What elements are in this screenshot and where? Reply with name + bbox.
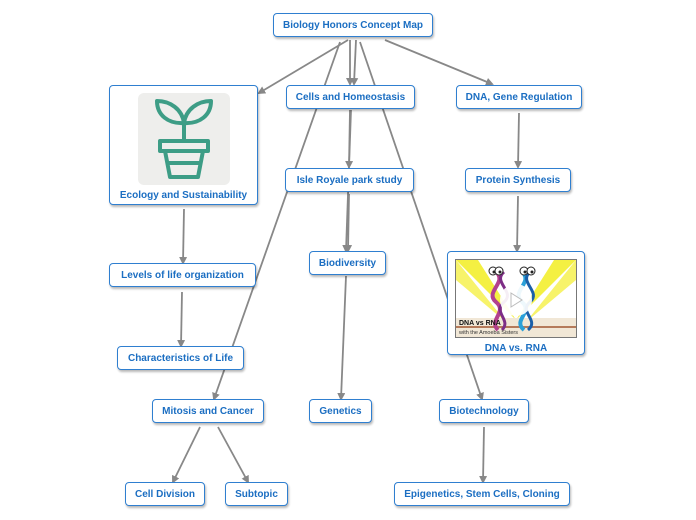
- node-label: DNA vs. RNA: [484, 343, 548, 354]
- play-icon: [510, 292, 523, 308]
- node-label: Protein Synthesis: [475, 174, 561, 186]
- node-dna-gene-regulation[interactable]: DNA, Gene Regulation: [456, 85, 582, 109]
- video-title: DNA vs RNA: [459, 320, 501, 327]
- edge-levels-characteristics: [177, 291, 186, 348]
- node-dna-vs-rna[interactable]: DNA vs RNA with the Amoeba Sisters DNA v…: [447, 251, 585, 355]
- edge-dna-protein: [514, 112, 523, 169]
- edge-biodiversity-genetics: [337, 275, 347, 401]
- node-label: Mitosis and Cancer: [162, 405, 254, 417]
- edge-root-dna: [384, 39, 494, 86]
- node-levels-of-life-organization[interactable]: Levels of life organization: [109, 263, 256, 287]
- node-label: DNA, Gene Regulation: [465, 91, 573, 103]
- video-thumbnail[interactable]: DNA vs RNA with the Amoeba Sisters: [455, 259, 577, 338]
- node-mitosis-and-cancer[interactable]: Mitosis and Cancer: [152, 399, 264, 423]
- node-label: Ecology and Sustainability: [119, 190, 248, 201]
- node-label: Biology Honors Concept Map: [283, 19, 423, 31]
- node-epigenetics-stem-cells-cloning[interactable]: Epigenetics, Stem Cells, Cloning: [394, 482, 570, 506]
- node-root[interactable]: Biology Honors Concept Map: [273, 13, 433, 37]
- node-label: Levels of life organization: [121, 269, 244, 281]
- video-subtitle: with the Amoeba Sisters: [459, 330, 519, 336]
- node-label: Biotechnology: [449, 405, 519, 417]
- edge-root-ecology: [257, 39, 349, 95]
- node-label: Biodiversity: [318, 257, 377, 269]
- edge-isle-biodiversity: [344, 193, 353, 253]
- edge-biotech-epigenetics: [479, 426, 488, 484]
- node-biodiversity[interactable]: Biodiversity: [309, 251, 386, 275]
- node-label: Cell Division: [134, 488, 195, 500]
- node-label: Characteristics of Life: [127, 352, 234, 364]
- edge-mitosis-celldivision: [172, 426, 201, 484]
- node-cell-division[interactable]: Cell Division: [125, 482, 205, 506]
- edge-root-cells-b: [350, 39, 359, 86]
- edge-mitosis-subtopic: [217, 426, 249, 484]
- node-label: Cells and Homeostasis: [295, 91, 406, 103]
- node-isle-royale-park-study[interactable]: Isle Royale park study: [285, 168, 414, 192]
- plant-pot-icon: [154, 99, 213, 179]
- node-ecology-and-sustainability[interactable]: Ecology and Sustainability: [109, 85, 258, 205]
- edge-ecology-levels: [179, 208, 188, 265]
- node-label: Subtopic: [235, 488, 278, 500]
- node-genetics[interactable]: Genetics: [309, 399, 372, 423]
- plant-image: [137, 93, 230, 185]
- node-label: Epigenetics, Stem Cells, Cloning: [404, 488, 560, 500]
- node-protein-synthesis[interactable]: Protein Synthesis: [465, 168, 571, 192]
- edge-protein-dnarna: [513, 195, 522, 253]
- node-biotechnology[interactable]: Biotechnology: [439, 399, 529, 423]
- play-button[interactable]: [500, 284, 532, 316]
- node-characteristics-of-life[interactable]: Characteristics of Life: [117, 346, 244, 370]
- node-label: Isle Royale park study: [296, 174, 403, 186]
- node-label: Genetics: [319, 405, 362, 417]
- node-subtopic[interactable]: Subtopic: [225, 482, 288, 506]
- node-cells-and-homeostasis[interactable]: Cells and Homeostasis: [286, 85, 415, 109]
